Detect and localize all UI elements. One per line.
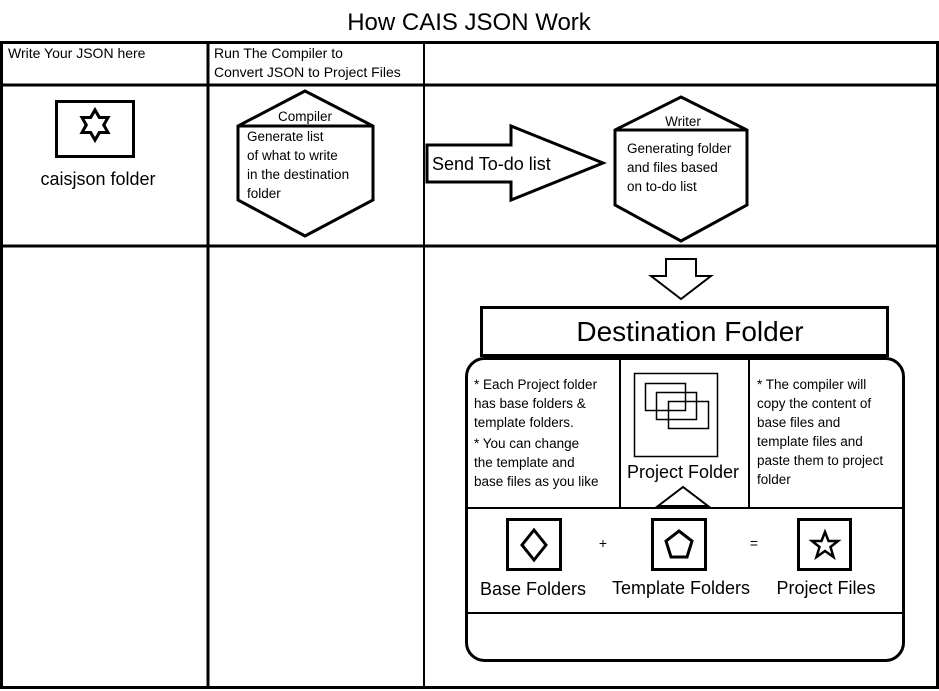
writer-line: on to-do list: [627, 179, 697, 194]
svg-text:* The compiler will: * The compiler will: [757, 377, 866, 392]
destination-container: [465, 357, 905, 662]
col2-header-line1: Run The Compiler to: [214, 45, 343, 61]
swimlane-grid: [0, 41, 939, 689]
writer-node: Writer Generating folder and files based…: [613, 95, 749, 243]
compiler-line: Generate list: [247, 129, 324, 144]
writer-line: Generating folder: [627, 141, 732, 156]
compiler-line: of what to write: [247, 148, 338, 163]
svg-text:copy the content of: copy the content of: [757, 396, 871, 411]
caret-up-icon: [655, 485, 711, 507]
svg-text:the template and: the template and: [474, 455, 575, 470]
project-files-label: Project Files: [776, 578, 875, 598]
pentagon-icon: [651, 518, 707, 571]
send-todo-label: Send To-do list: [432, 154, 551, 174]
template-folders-label: Template Folders: [612, 578, 750, 598]
col1-header: Write Your JSON here: [8, 45, 146, 61]
svg-text:folder: folder: [757, 472, 791, 487]
project-folder-icon: [633, 372, 719, 458]
star-of-david-icon: [55, 100, 135, 158]
writer-line: and files based: [627, 160, 718, 175]
base-template-note: * Each Project folder has base folders &…: [474, 377, 599, 489]
compiler-copy-note: * The compiler will copy the content of …: [757, 377, 883, 487]
svg-text:base files and: base files and: [757, 415, 840, 430]
svg-text:template folders.: template folders.: [474, 415, 574, 430]
equals-sign: =: [750, 535, 758, 551]
col2-header-line2: Convert JSON to Project Files: [214, 64, 401, 80]
diagram-title: How CAIS JSON Work: [347, 9, 592, 36]
svg-text:base files as you like: base files as you like: [474, 474, 599, 489]
compiler-node: Compiler Generate list of what to write …: [236, 89, 375, 238]
svg-text:* You can change: * You can change: [474, 436, 579, 451]
caisjson-folder-label: caisjson folder: [40, 169, 155, 189]
plus-sign: +: [599, 535, 607, 551]
svg-text:template files and: template files and: [757, 434, 863, 449]
base-folders-label: Base Folders: [480, 579, 586, 599]
svg-text:* Each Project folder: * Each Project folder: [474, 377, 598, 392]
compiler-line: in the destination: [247, 167, 349, 182]
down-arrow: [648, 258, 714, 301]
destination-header-box: [480, 306, 889, 357]
compiler-line: folder: [247, 186, 281, 201]
destination-title: Destination Folder: [576, 316, 803, 347]
writer-title: Writer: [665, 114, 701, 129]
star-icon: [797, 518, 852, 571]
svg-text:paste them to project: paste them to project: [757, 453, 883, 468]
diamond-icon: [506, 518, 562, 571]
compiler-title: Compiler: [278, 109, 333, 124]
svg-text:has base folders &: has base folders &: [474, 396, 586, 411]
send-todo-arrow: Send To-do list: [425, 123, 608, 203]
project-folder-label: Project Folder: [627, 462, 739, 482]
